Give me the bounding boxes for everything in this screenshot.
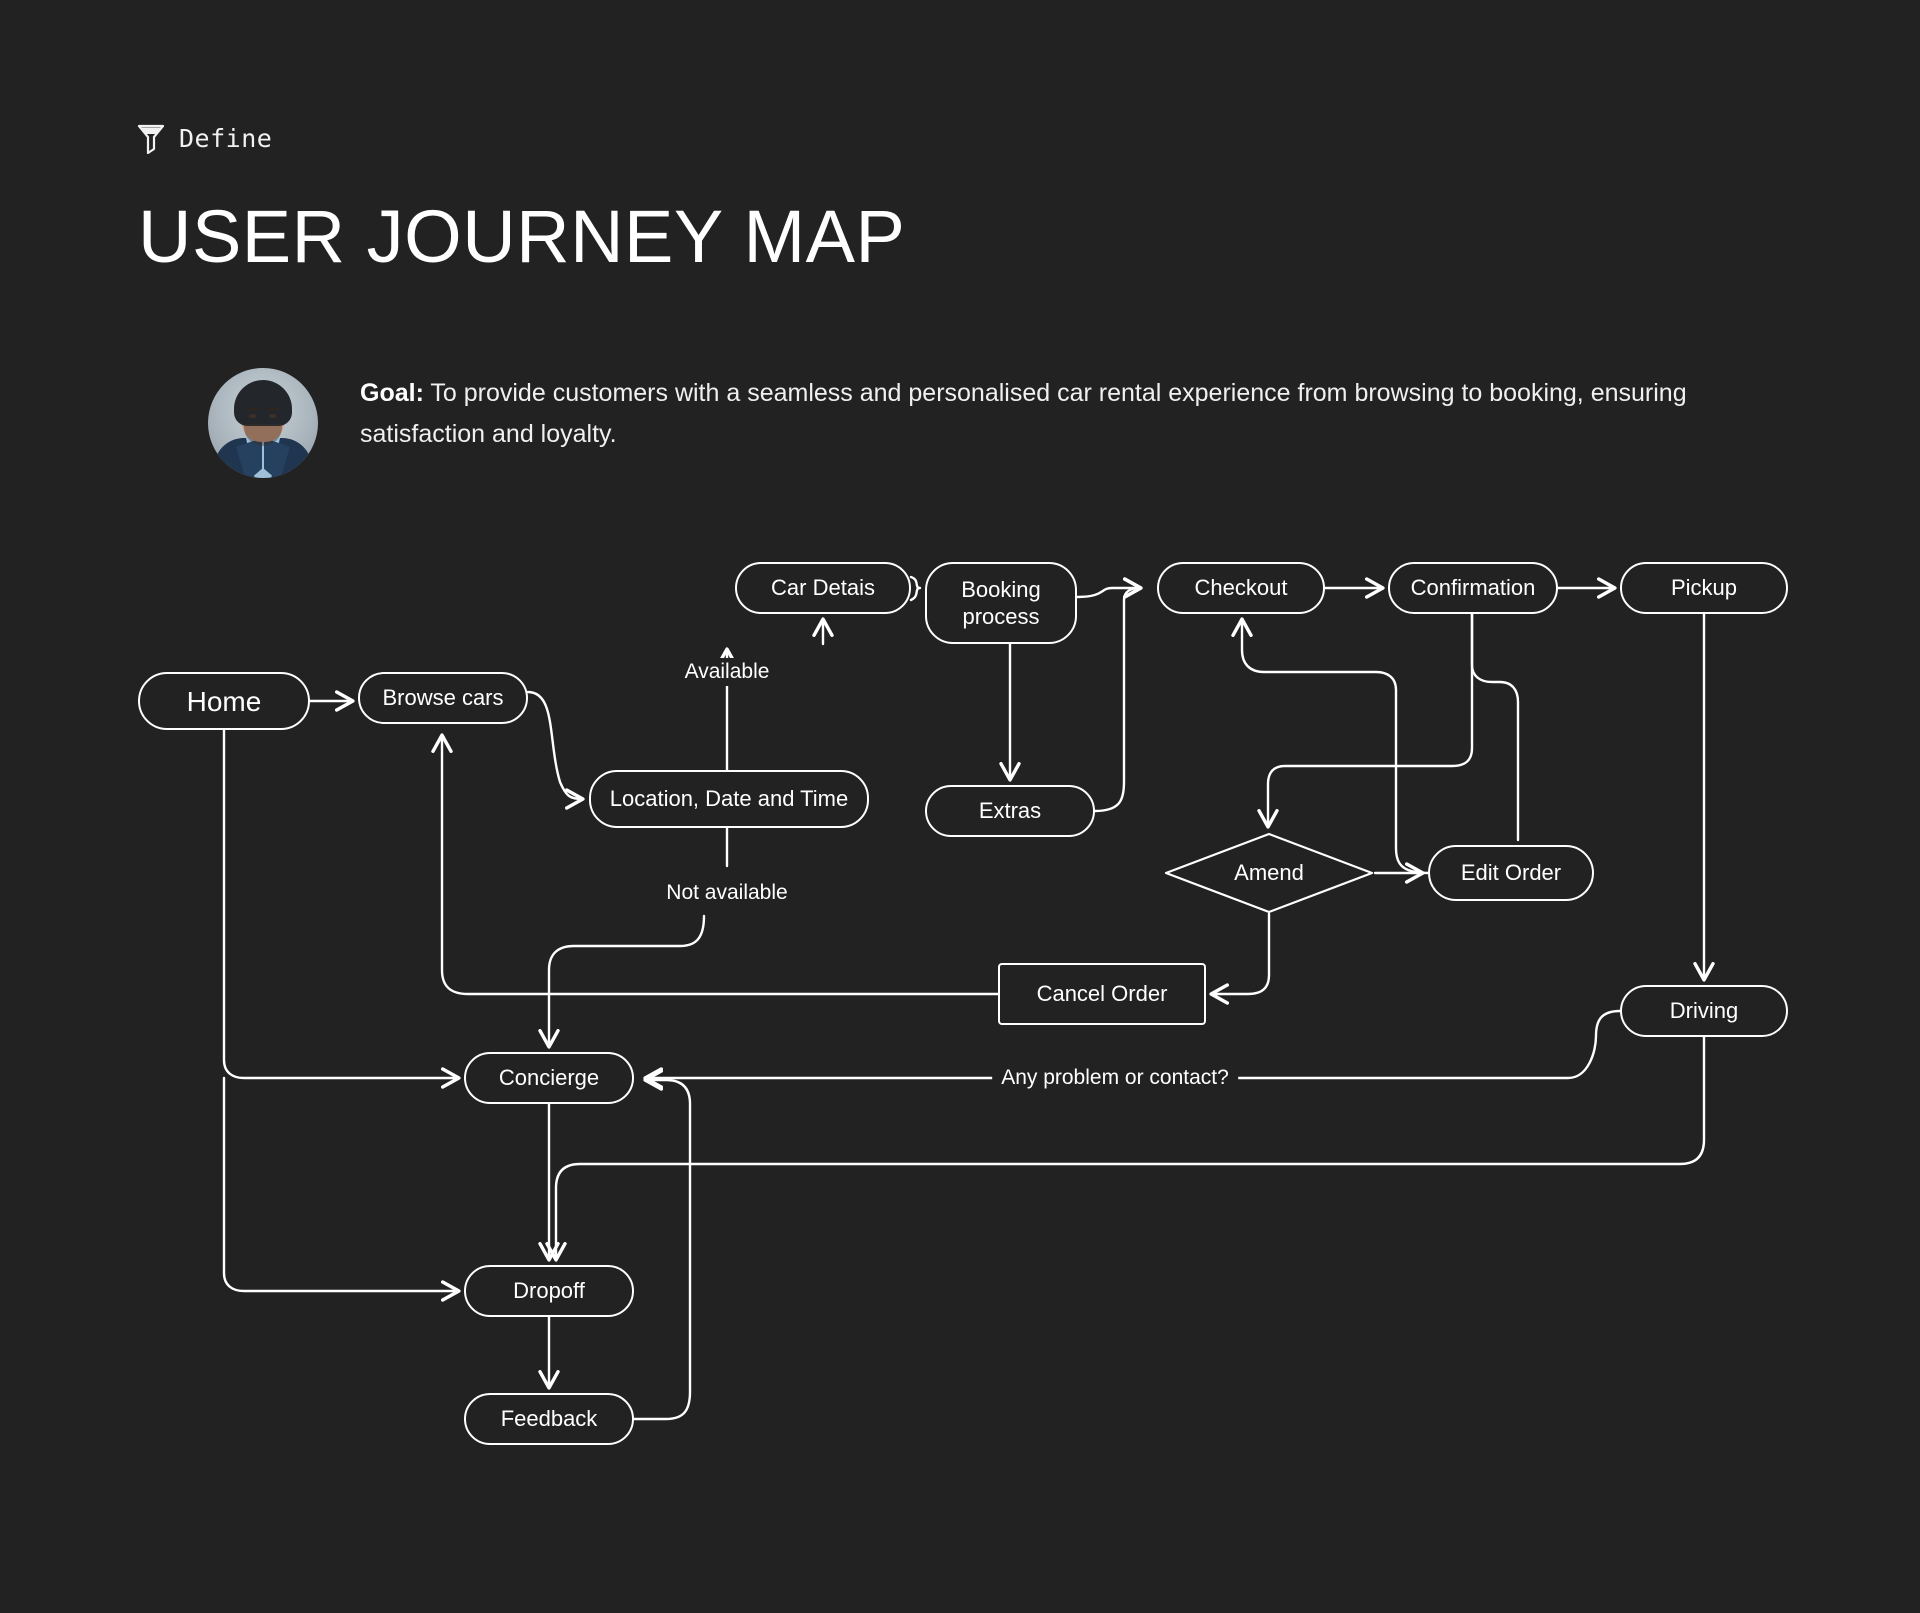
node-confirmation-label: Confirmation [1410, 575, 1536, 601]
funnel-icon [137, 124, 165, 154]
node-pickup-label: Pickup [1670, 575, 1738, 601]
edge-driving-dropoff [545, 1035, 1706, 1262]
node-feedback-label: Feedback [500, 1406, 598, 1432]
edge-amend-cancel [1209, 912, 1271, 1005]
edge-browse-location [526, 690, 585, 810]
eyebrow-label: Define [179, 123, 273, 153]
node-concierge[interactable]: Concierge [464, 1052, 634, 1104]
edge-notavailable-concierge [538, 914, 706, 1049]
node-location-date-time-label: Location, Date and Time [609, 786, 849, 812]
page-title: USER JOURNEY MAP [138, 195, 906, 278]
edge-extras-checkout [1093, 577, 1143, 813]
edge-cardetais-booking [909, 575, 922, 602]
node-cancel-order-label: Cancel Order [1036, 981, 1168, 1007]
node-amend-label: Amend [1234, 860, 1304, 885]
node-driving[interactable]: Driving [1620, 985, 1788, 1037]
edge-confirmation-amend [1257, 612, 1474, 829]
node-booking-process-label: Booking process [961, 576, 1041, 630]
node-amend[interactable]: Amend [1163, 832, 1375, 914]
node-confirmation[interactable]: Confirmation [1388, 562, 1558, 614]
edge-label-any-problem: Any problem or contact? [992, 1064, 1238, 1092]
node-home-label: Home [186, 685, 262, 717]
node-feedback[interactable]: Feedback [464, 1393, 634, 1445]
avatar [208, 368, 318, 478]
node-dropoff[interactable]: Dropoff [464, 1265, 634, 1317]
goal-label: Goal: [360, 379, 424, 407]
goal-row: Goal: To provide customers with a seamle… [208, 368, 1708, 478]
node-edit-order-label: Edit Order [1460, 860, 1562, 886]
node-location-date-time[interactable]: Location, Date and Time [589, 770, 869, 828]
node-checkout-label: Checkout [1194, 575, 1288, 601]
edge-driving-concierge [643, 1009, 1622, 1089]
section-eyebrow: Define [136, 122, 272, 154]
diamond-shape [1164, 832, 1374, 914]
edge-label-available: Available [675, 658, 779, 686]
node-dropoff-label: Dropoff [513, 1278, 585, 1304]
node-car-details[interactable]: Car Detais [735, 562, 911, 614]
node-extras-label: Extras [978, 798, 1042, 824]
node-booking-process[interactable]: Booking process [925, 562, 1077, 644]
goal-body: To provide customers with a seamless and… [360, 379, 1687, 448]
node-car-details-label: Car Detais [771, 575, 875, 601]
edge-editorder-checkout [1231, 617, 1430, 875]
edge-cancel-browse [431, 733, 1000, 996]
node-pickup[interactable]: Pickup [1620, 562, 1788, 614]
goal-text: Goal: To provide customers with a seamle… [360, 368, 1700, 454]
edge-feedback-concierge [632, 1069, 692, 1421]
edge-confirmation-editorder [1470, 612, 1520, 842]
node-cancel-order[interactable]: Cancel Order [998, 963, 1206, 1025]
edge-home-dropoff [222, 1076, 461, 1302]
edge-label-not-available: Not available [657, 879, 797, 907]
node-driving-label: Driving [1669, 998, 1739, 1024]
node-checkout[interactable]: Checkout [1157, 562, 1325, 614]
node-edit-order[interactable]: Edit Order [1428, 845, 1594, 901]
node-extras[interactable]: Extras [925, 785, 1095, 837]
node-browse-cars-label: Browse cars [382, 685, 504, 711]
node-concierge-label: Concierge [498, 1065, 600, 1091]
edge-home-concierge [222, 728, 461, 1089]
node-home[interactable]: Home [138, 672, 310, 730]
edge-booking-checkout [1075, 577, 1143, 599]
node-browse-cars[interactable]: Browse cars [358, 672, 528, 724]
